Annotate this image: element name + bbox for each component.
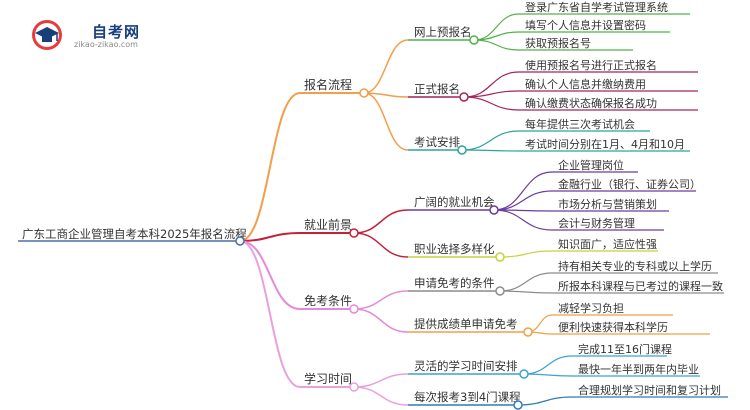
subtopic-connector <box>363 92 409 98</box>
leaf-connector <box>499 272 553 292</box>
subtopic-connector <box>353 209 409 234</box>
subtopic-label: 提供成绩单申请免考 <box>414 317 518 331</box>
leaf-label: 登录广东省自学考试管理系统 <box>525 0 668 14</box>
site-logo[interactable]: 自考网 zikao-zikao.com <box>30 18 150 54</box>
leaf-label: 会计与财务管理 <box>558 216 635 230</box>
branch-connector <box>239 232 301 242</box>
branch-connector <box>239 240 301 310</box>
leaf-label: 企业管理岗位 <box>558 158 624 172</box>
leaf-connector <box>523 355 573 375</box>
leaf-label: 持有相关专业的专科或以上学历 <box>558 259 712 273</box>
subtopic-connector <box>363 39 409 94</box>
subtopic-node <box>513 400 523 410</box>
leaf-label: 使用预报名号进行正式报名 <box>525 58 657 72</box>
subtopic-label: 申请免考的条件 <box>414 276 495 290</box>
leaf-label: 获取预报名号 <box>525 36 591 50</box>
subtopic-node <box>495 252 505 262</box>
leaf-connector <box>523 373 573 377</box>
subtopic-node <box>457 145 467 155</box>
branch-node <box>349 304 359 314</box>
subtopic-label: 职业选择多样化 <box>414 242 495 256</box>
leaf-connector <box>493 171 553 211</box>
branch-node <box>359 88 369 98</box>
subtopic-node <box>495 286 505 296</box>
leaf-label: 减轻学习负担 <box>558 301 624 315</box>
logo-url: zikao-zikao.com <box>74 40 138 49</box>
leaf-label: 每年提供三次考试机会 <box>525 117 635 131</box>
branch-connector <box>239 240 301 388</box>
root-topic: 广东工商企业管理自考本科2025年报名流程 <box>22 227 247 241</box>
leaf-connector <box>493 209 553 231</box>
subtopic-label: 正式报名 <box>414 82 460 96</box>
subtopic-connector <box>363 92 409 151</box>
leaf-label: 确认个人信息并缴纳费用 <box>525 77 646 91</box>
subtopic-node <box>489 205 499 215</box>
subtopic-connector <box>353 386 409 406</box>
subtopic-node <box>459 92 469 102</box>
subtopic-connector <box>353 232 409 258</box>
branch-label: 免考条件 <box>304 293 352 308</box>
leaf-label: 完成11至16门课程 <box>578 342 672 356</box>
leaf-label: 合理规划学习时间和复习计划 <box>578 383 721 397</box>
leaf-label: 便利快速获得本科学历 <box>558 320 668 334</box>
subtopic-node <box>523 327 533 337</box>
leaf-connector <box>493 190 553 211</box>
leaf-connector <box>473 39 520 51</box>
subtopic-label: 考试安排 <box>414 135 460 149</box>
branch-node <box>349 382 359 392</box>
branch-connector <box>239 92 301 242</box>
leaf-label: 知识面广，适应性强 <box>558 237 657 251</box>
subtopic-connector <box>353 290 409 310</box>
subtopic-label: 每次报考3到4门课程 <box>414 390 521 404</box>
leaf-connector <box>463 71 520 98</box>
leaf-label: 确认缴费状态确保报名成功 <box>525 96 657 110</box>
leaf-label: 市场分析与营销策划 <box>558 197 657 211</box>
subtopic-connector <box>353 373 409 388</box>
subtopic-node <box>519 369 529 379</box>
subtopic-label: 网上预报名 <box>414 25 472 39</box>
leaf-label: 金融行业（银行、证券公司） <box>558 177 701 191</box>
branch-label: 报名流程 <box>304 77 352 92</box>
branch-label: 就业前景 <box>304 217 352 232</box>
leaf-connector <box>499 290 553 294</box>
branch-node <box>349 228 359 238</box>
leaf-label: 填写个人信息并设置密码 <box>525 18 646 32</box>
leaf-label: 最快一年半到两年内毕业 <box>578 362 699 376</box>
branch-label: 学习时间 <box>304 371 352 386</box>
root-node <box>235 236 245 246</box>
leaf-label: 考试时间分别在1月、4月和10月 <box>525 138 685 151</box>
logo-title: 自考网 <box>92 23 141 41</box>
leaf-label: 所报本科课程与已考过的课程一致 <box>558 279 723 293</box>
subtopic-node <box>469 35 479 45</box>
leaf-connector <box>517 396 573 406</box>
leaf-connector <box>463 96 520 111</box>
subtopic-label: 灵活的学习时间安排 <box>414 359 518 373</box>
subtopic-label: 广阔的就业机会 <box>414 195 495 209</box>
leaf-connector <box>499 250 553 258</box>
graduation-cap-icon <box>32 20 62 50</box>
subtopic-connector <box>353 308 409 333</box>
leaf-connector <box>461 149 520 152</box>
leaf-connector <box>461 130 520 151</box>
